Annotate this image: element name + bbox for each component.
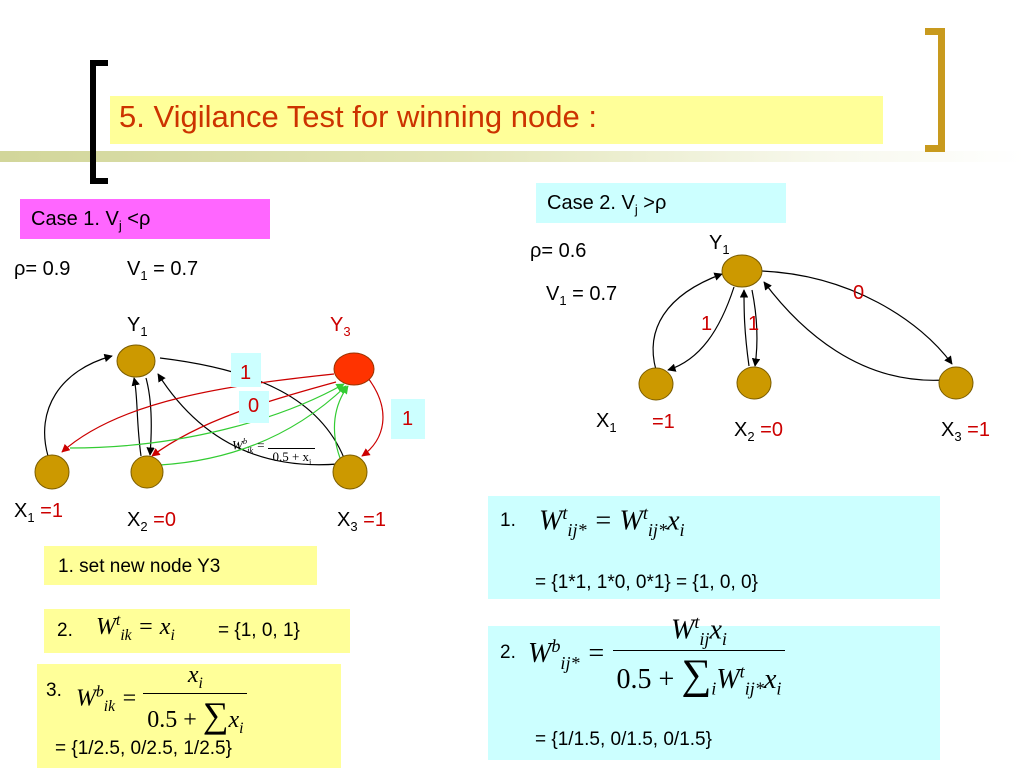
- step2-result: = {1, 0, 1}: [218, 620, 300, 641]
- case2-heading: Case 2. Vj >ρ: [547, 192, 667, 217]
- edge-x3-y1: [157, 373, 339, 466]
- case1-black-edges: [44, 353, 345, 466]
- weight-label-0: 0: [248, 395, 260, 417]
- weight-label-1: 1: [240, 362, 252, 384]
- c2-edge-y1-x1: [667, 286, 735, 372]
- c2-edge-x3-y1: [763, 281, 945, 381]
- red-edge-y3-x1: [61, 373, 335, 453]
- case2-formula1-number: 1.: [500, 510, 516, 531]
- case2-v1: V1 = 0.7: [546, 283, 618, 308]
- right-bracket-decoration: [925, 28, 945, 152]
- case1-node-x1: [34, 454, 70, 490]
- step1-box: [44, 546, 317, 585]
- case1-red-edges: [61, 373, 384, 457]
- case1-rho: ρ= 0.9: [14, 258, 71, 280]
- case1-heading-box: [20, 199, 270, 239]
- title-band: [0, 151, 1024, 162]
- step2-number: 2.: [57, 620, 73, 641]
- edge-y1-x2-down: [145, 377, 155, 456]
- step2-formula: Wtik = xi: [96, 612, 175, 644]
- weight-label-1b: 1: [402, 408, 414, 430]
- case2-formula2-box: [488, 626, 940, 760]
- case1-label-y3: Y3: [330, 314, 351, 339]
- case2-node-x1: [638, 367, 674, 401]
- case2-formula1-box: [488, 496, 940, 599]
- case2-node-y1: [721, 254, 763, 288]
- step3-box: [37, 664, 341, 768]
- case2-formula1: Wtij* = Wtij*xi: [539, 503, 685, 540]
- weight-box-1b: [391, 399, 425, 439]
- edge-y1-x3: [159, 357, 345, 459]
- case2-node-x2: [736, 366, 772, 400]
- case2-edges: [652, 270, 953, 381]
- overlay-formula: Wbik = 0.5 + xi: [232, 436, 316, 467]
- case2-weight-0: 0: [853, 282, 865, 304]
- red-edge-y3-x2: [151, 381, 337, 457]
- case2-rho: ρ= 0.6: [530, 240, 587, 262]
- step3-result: = {1/2.5, 0/2.5, 1/2.5}: [55, 738, 232, 759]
- weight-box-0: [239, 391, 269, 423]
- case1-v1: V1 = 0.7: [127, 258, 199, 283]
- case1-node-y1: [116, 344, 156, 378]
- case1-heading: Case 1. Vj <ρ: [31, 208, 151, 233]
- case1-label-x3: X3 =1: [337, 509, 386, 534]
- step3-number: 3.: [46, 680, 62, 701]
- green-edge-x2-y3: [159, 385, 347, 466]
- slide-title: 5. Vigilance Test for winning node :: [119, 99, 597, 134]
- green-edge-x3-y3: [333, 385, 349, 459]
- weight-box-1: [231, 353, 261, 387]
- c2-edge-y1-x2: [751, 289, 761, 367]
- case2-weight-1b: 1: [748, 313, 760, 335]
- case2-label-x2: X2 =0: [734, 419, 783, 444]
- case2-formula1-result: = {1*1, 1*0, 0*1} = {1, 0, 0}: [535, 572, 758, 593]
- c2-edge-x1-y1: [652, 272, 723, 371]
- case2-formula2-number: 2.: [500, 642, 516, 663]
- c2-edge-y1-x3: [761, 270, 953, 365]
- case2-heading-box: [536, 183, 786, 223]
- case2-weight-1a: 1: [701, 313, 713, 335]
- case1-node-x2: [130, 455, 164, 489]
- green-edge-x1-y3: [69, 383, 345, 449]
- red-edge-y3-x3: [361, 377, 384, 457]
- case1-node-y3: [333, 352, 375, 386]
- case2-node-x3: [938, 366, 974, 400]
- c2-edge-x2-y1: [739, 289, 750, 367]
- case2-value-x1: =1: [652, 411, 675, 433]
- case2-label-y1: Y1: [709, 232, 730, 257]
- edge-x1-y1: [44, 353, 113, 457]
- case2-label-x3: X3 =1: [941, 419, 990, 444]
- case1-node-x3: [332, 454, 368, 490]
- case2-formula2-result: = {1/1.5, 0/1.5, 0/1.5}: [535, 729, 712, 750]
- title-box: [110, 96, 883, 144]
- left-bracket-decoration: [90, 60, 108, 184]
- case1-label-y1: Y1: [127, 314, 148, 339]
- step2-box: [44, 609, 350, 653]
- case1-green-edges: [69, 383, 349, 466]
- case1-label-x2: X2 =0: [127, 509, 176, 534]
- case1-label-x1: X1 =1: [14, 500, 63, 525]
- step1-text: 1. set new node Y3: [58, 556, 221, 577]
- case2-label-x1: X1: [596, 410, 617, 435]
